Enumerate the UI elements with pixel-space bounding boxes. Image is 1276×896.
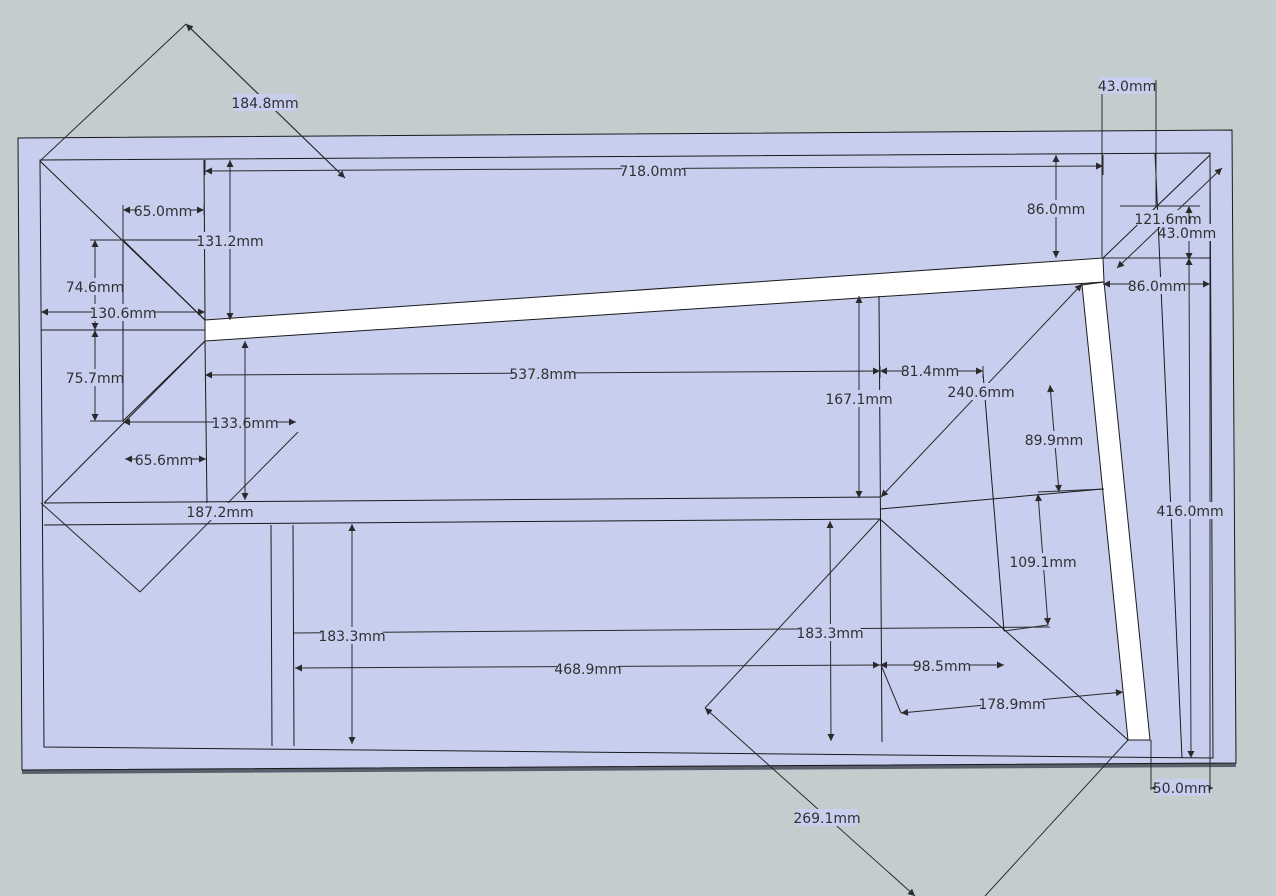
extension-line xyxy=(1003,624,1049,632)
base-board[interactable] xyxy=(17,129,1237,774)
dimension-label-background xyxy=(1029,200,1083,217)
dimensions-layer: 184.8mm718.0mm43.0mm86.0mm121.6mm43.0mm6… xyxy=(39,23,1224,896)
dimension-label-background xyxy=(915,657,969,674)
dimension-d14[interactable]: 167.1mm xyxy=(825,296,893,498)
dimension-label-background xyxy=(1155,779,1209,796)
dimension-label: 183.3mm xyxy=(796,626,863,642)
dimension-d28[interactable]: 50.0mm xyxy=(1151,779,1213,797)
dimension-label: 50.0mm xyxy=(1153,781,1211,797)
dimension-label: 131.2mm xyxy=(196,234,263,250)
dimension-d18[interactable]: 89.9mm xyxy=(1025,384,1083,493)
dimension-label: 65.0mm xyxy=(134,204,192,220)
dimension-label: 183.3mm xyxy=(318,629,385,645)
dimension-line xyxy=(704,707,916,896)
dimension-label-background xyxy=(321,627,383,644)
dimension-label: 269.1mm xyxy=(793,811,860,827)
dimension-label-background xyxy=(92,304,154,321)
dimension-d9[interactable]: 74.6mm xyxy=(66,240,124,330)
dimension-label-background xyxy=(68,369,122,386)
dimension-d26[interactable]: 98.5mm xyxy=(880,657,1004,675)
dimension-label: 167.1mm xyxy=(825,392,892,408)
dimension-d10[interactable]: 130.6mm xyxy=(41,304,205,322)
dimension-d4[interactable]: 86.0mm xyxy=(1027,155,1085,258)
dimension-d1[interactable]: 184.8mm xyxy=(185,23,346,179)
dimension-label-background xyxy=(512,365,574,382)
dimension-label-background xyxy=(622,162,684,179)
dimension-label: 43.0mm xyxy=(1098,79,1156,95)
inner-panel-outline xyxy=(39,152,1214,759)
dimension-d2[interactable]: 718.0mm xyxy=(204,162,1104,180)
dimension-label: 74.6mm xyxy=(66,280,124,296)
dimension-label-background xyxy=(137,451,191,468)
dimension-label: 130.6mm xyxy=(89,306,156,322)
extension-line xyxy=(39,23,187,162)
dimension-label-background xyxy=(189,503,251,520)
extension-line xyxy=(880,664,902,714)
dimension-label: 98.5mm xyxy=(913,659,971,675)
inner-square-diag-1 xyxy=(122,239,206,321)
dimension-label: 109.1mm xyxy=(1009,555,1076,571)
extension-line xyxy=(40,502,141,593)
dimension-d29[interactable]: 269.1mm xyxy=(704,707,916,896)
dimension-label: 184.8mm xyxy=(231,96,298,112)
dimension-label: 537.8mm xyxy=(509,367,576,383)
dimension-label: 86.0mm xyxy=(1128,279,1186,295)
right-slanted-board-gap xyxy=(1081,281,1151,741)
dimension-d21[interactable]: 187.2mm xyxy=(186,341,254,521)
dimension-label-background xyxy=(1159,502,1221,519)
dimension-d24[interactable]: 183.3mm xyxy=(796,520,864,742)
inner-square-diag-2 xyxy=(122,340,206,422)
extension-line xyxy=(704,518,881,709)
dimension-label: 718.0mm xyxy=(619,164,686,180)
dimension-label-background xyxy=(199,232,261,249)
dimension-label-background xyxy=(68,278,122,295)
dimension-label: 75.7mm xyxy=(66,371,124,387)
dimension-label: 468.9mm xyxy=(554,662,621,678)
dimension-label: 86.0mm xyxy=(1027,202,1085,218)
dimension-label-background xyxy=(1100,77,1154,94)
dimension-label: 65.6mm xyxy=(135,453,193,469)
lower-divider-1 xyxy=(270,524,273,747)
dimension-label-background xyxy=(1137,210,1199,227)
dimension-d7[interactable]: 65.0mm xyxy=(123,202,204,220)
dimension-label-background xyxy=(1130,277,1184,294)
dimension-label-background xyxy=(136,202,190,219)
dimension-label: 81.4mm xyxy=(901,364,959,380)
dimension-label-background xyxy=(828,390,890,407)
dimension-label: 43.0mm xyxy=(1158,226,1216,242)
dimension-label-background xyxy=(1027,431,1081,448)
dimension-label-background xyxy=(1160,224,1214,241)
dimension-label-background xyxy=(557,660,619,677)
lower-divider-2 xyxy=(292,524,295,747)
dimension-d23[interactable]: 183.3mm xyxy=(318,524,386,744)
dimension-d27[interactable]: 178.9mm xyxy=(900,689,1124,716)
dimension-d25[interactable]: 468.9mm xyxy=(294,660,881,678)
dimension-label-background xyxy=(950,383,1012,400)
left-chamber-bottom xyxy=(43,496,881,504)
dimension-label-background xyxy=(234,94,296,111)
dimension-label-background xyxy=(799,624,861,641)
dimension-label: 187.2mm xyxy=(186,505,253,521)
dimension-d3[interactable]: 43.0mm xyxy=(1098,77,1156,95)
dimension-label-background xyxy=(796,809,858,826)
dimension-d15[interactable]: 240.6mm xyxy=(880,283,1083,498)
dimension-d22[interactable]: 109.1mm xyxy=(1009,493,1077,626)
dimension-d8[interactable]: 131.2mm xyxy=(196,160,264,320)
middle-shelf-bottom xyxy=(43,518,881,526)
extension-line xyxy=(293,626,1051,634)
dimension-d6[interactable]: 43.0mm xyxy=(1158,206,1216,260)
dimension-label: 178.9mm xyxy=(978,697,1045,713)
dimension-label: 89.9mm xyxy=(1025,433,1083,449)
dimension-d12[interactable]: 537.8mm xyxy=(204,365,881,383)
dimension-d16[interactable]: 75.7mm xyxy=(66,330,124,421)
dimension-label: 416.0mm xyxy=(1156,504,1223,520)
dimension-label-background xyxy=(981,695,1043,712)
dimension-d19[interactable]: 65.6mm xyxy=(125,451,206,469)
dimension-d20[interactable]: 416.0mm xyxy=(1156,257,1224,759)
extension-line xyxy=(984,739,1129,896)
dimension-label-background xyxy=(1012,553,1074,570)
dimension-label: 240.6mm xyxy=(947,385,1014,401)
